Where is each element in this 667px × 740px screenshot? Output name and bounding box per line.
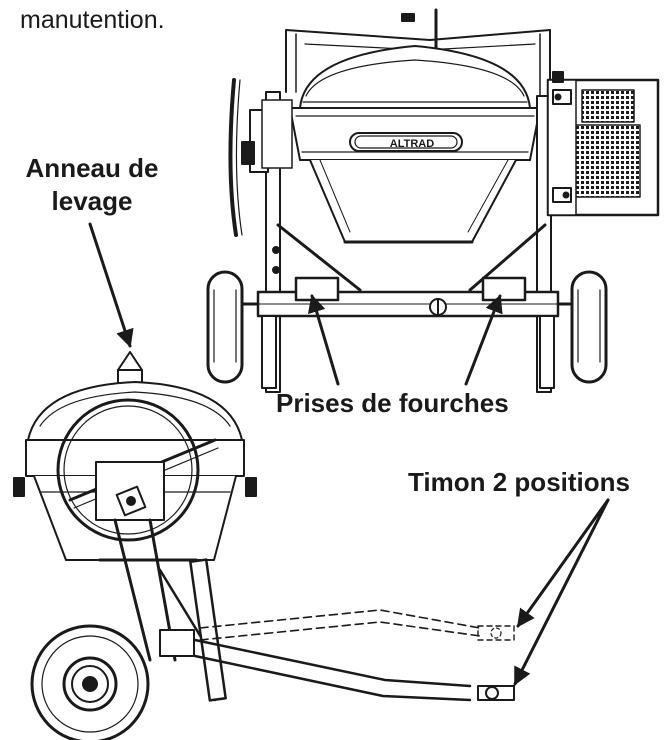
lifting-ring-label-line2: levage bbox=[51, 186, 133, 216]
arrow-fork-pocket-left bbox=[307, 294, 340, 386]
side-view-mixer bbox=[13, 351, 515, 740]
fork-pockets-label: Prises de fourches bbox=[276, 388, 509, 418]
front-view-mixer: ALTRAD bbox=[206, 8, 660, 393]
arrow-lifting-ring bbox=[88, 222, 134, 348]
drawbar-positions-label: Timon 2 positions bbox=[408, 467, 630, 497]
lifting-ring-label-line1: Anneau de bbox=[25, 153, 159, 183]
intro-text-fragment: manutention. bbox=[20, 6, 165, 34]
arrow-drawbar-upper bbox=[516, 498, 610, 628]
lifting-ring-label: Anneau de levage bbox=[4, 152, 180, 218]
brand-logo: ALTRAD bbox=[390, 138, 434, 150]
arrow-fork-pocket-right bbox=[464, 294, 503, 386]
callout-arrows bbox=[88, 222, 610, 686]
arrow-drawbar-lower bbox=[513, 498, 610, 686]
